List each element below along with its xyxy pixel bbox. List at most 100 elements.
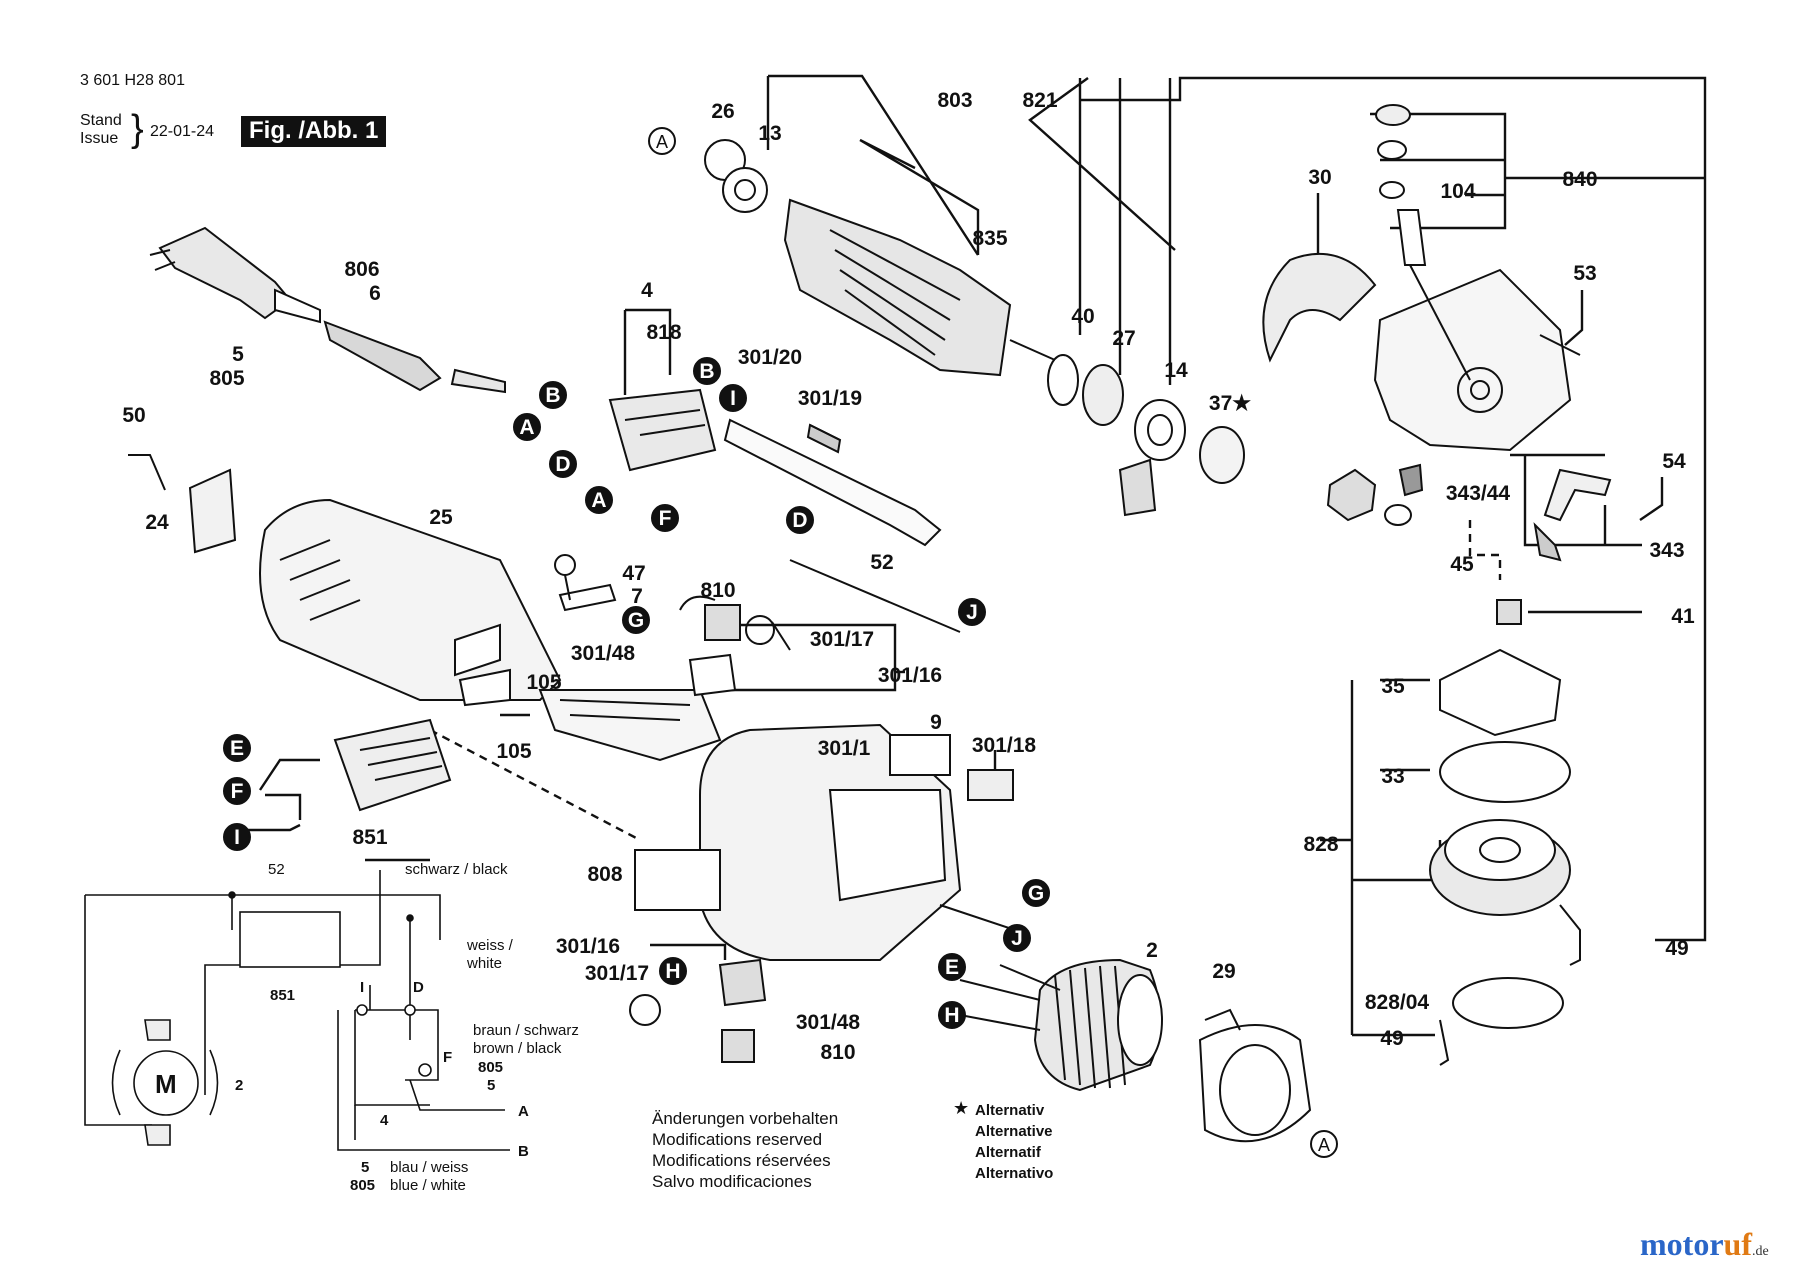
part-number: 5 <box>232 343 244 366</box>
connector-i: I <box>223 823 251 851</box>
connector-j: J <box>958 598 986 626</box>
connector-e: E <box>223 734 251 762</box>
connector-e: E <box>938 953 966 981</box>
part-number: 54 <box>1662 450 1686 473</box>
part-number: 301/17 <box>810 628 874 651</box>
part-number: 105 <box>496 740 531 763</box>
notice-line: Modifications reserved <box>652 1130 823 1149</box>
notice-line: Salvo modificaciones <box>652 1172 812 1191</box>
part-number: 49 <box>1380 1027 1403 1050</box>
part-number: 803 <box>937 89 972 112</box>
connector-marker <box>1022 879 1050 907</box>
sc-5-a: 5 <box>487 1077 495 1094</box>
sc-switch-i: I <box>360 979 364 996</box>
part-number: 851 <box>352 826 387 849</box>
connector-marker <box>549 450 577 478</box>
part-number: 105 <box>526 671 561 694</box>
part-number: 343 <box>1649 539 1684 562</box>
connector-letter: A <box>519 416 534 439</box>
sc-blue-de: blau / weiss <box>390 1159 468 1176</box>
connector-letter: I <box>730 387 736 410</box>
connector-f: F <box>223 777 251 805</box>
connector-marker <box>938 1001 966 1029</box>
part-number: 26 <box>711 100 734 123</box>
part-number: 6 <box>369 282 381 305</box>
part-number: 808 <box>587 863 622 886</box>
part-number: 41 <box>1671 605 1695 628</box>
connector-letter: B <box>545 384 560 407</box>
sc-switch-d: D <box>413 979 424 996</box>
connector-i: I <box>719 384 747 412</box>
connector-marker <box>585 486 613 514</box>
connector-h: H <box>938 1001 966 1029</box>
part-number: 14 <box>1164 359 1188 382</box>
connector-marker <box>958 598 986 626</box>
notice-line: Modifications réservées <box>652 1151 831 1170</box>
sc-brown-en: brown / black <box>473 1040 562 1057</box>
connector-letter: E <box>945 956 959 979</box>
schematic-labels: 52 schwarz / black weiss / white braun /… <box>155 861 579 1194</box>
document-number: 3 601 H28 801 <box>80 72 185 89</box>
part-number: 301/19 <box>798 387 862 410</box>
wiring-schematic <box>84 870 510 1151</box>
connector-marker <box>513 413 541 441</box>
part-number: 53 <box>1573 262 1596 285</box>
part-number: 343/44 <box>1446 482 1511 505</box>
part-number: 7 <box>631 585 643 608</box>
connector-marker <box>1310 1130 1338 1158</box>
connector-letter: A <box>656 132 668 152</box>
sc-terminal-b: B <box>518 1143 529 1160</box>
connector-letter: B <box>699 360 714 383</box>
part-number: 49 <box>1665 937 1688 960</box>
part-number: 828 <box>1303 833 1338 856</box>
connector-g: G <box>1022 879 1050 907</box>
connector-marker <box>648 127 676 155</box>
connector-letter: H <box>665 960 680 983</box>
part-number: 47 <box>622 562 645 585</box>
part-number: 35 <box>1381 675 1405 698</box>
connector-marker <box>539 381 567 409</box>
alternative-legend: Alternativ Alternative Alternatif Altern… <box>975 1100 1053 1184</box>
alternative-line: Alternative <box>975 1123 1053 1140</box>
connector-marker <box>223 823 251 851</box>
connector-letter: H <box>944 1004 959 1027</box>
sc-white-de: weiss / <box>466 937 514 954</box>
connector-marker <box>651 504 679 532</box>
connector-b: B <box>693 357 721 385</box>
connector-marker <box>223 777 251 805</box>
sc-switch-4: 4 <box>380 1112 389 1129</box>
sc-switch-f: F <box>443 1049 452 1066</box>
brand-tld: .de <box>1751 1244 1769 1259</box>
connector-letter: J <box>966 601 978 624</box>
brand-logo[interactable]: motoruf.de <box>1640 1226 1769 1263</box>
connector-letter: J <box>1011 927 1023 950</box>
sc-805-b: 805 <box>350 1177 375 1194</box>
sc-brown: braun / schwarz <box>473 1022 579 1039</box>
connector-letter: G <box>1028 882 1044 905</box>
part-number: 9 <box>930 711 942 734</box>
alternative-line: Alternativo <box>975 1165 1054 1182</box>
issue-label: Issue <box>80 130 119 147</box>
connector-j: J <box>1003 924 1031 952</box>
brace: } <box>131 108 144 150</box>
part-number: 52 <box>870 551 893 574</box>
part-number: 301/17 <box>585 962 649 985</box>
connector-marker <box>223 734 251 762</box>
figure-label: Fig. /Abb. 1 <box>241 116 387 147</box>
connector-letter: D <box>792 509 807 532</box>
connector-marker <box>938 953 966 981</box>
part-number: 24 <box>145 511 169 534</box>
stand-label: Stand <box>80 112 122 129</box>
issue-date: 22-01-24 <box>150 123 215 140</box>
connector-f: F <box>651 504 679 532</box>
part-number: 50 <box>122 404 145 427</box>
part-number: 33 <box>1381 765 1404 788</box>
connector-marker <box>693 357 721 385</box>
part-number: 828/04 <box>1365 991 1430 1014</box>
sc-terminal-a: A <box>518 1103 529 1120</box>
part-number: 301/48 <box>796 1011 861 1034</box>
connector-a: A <box>648 127 676 155</box>
